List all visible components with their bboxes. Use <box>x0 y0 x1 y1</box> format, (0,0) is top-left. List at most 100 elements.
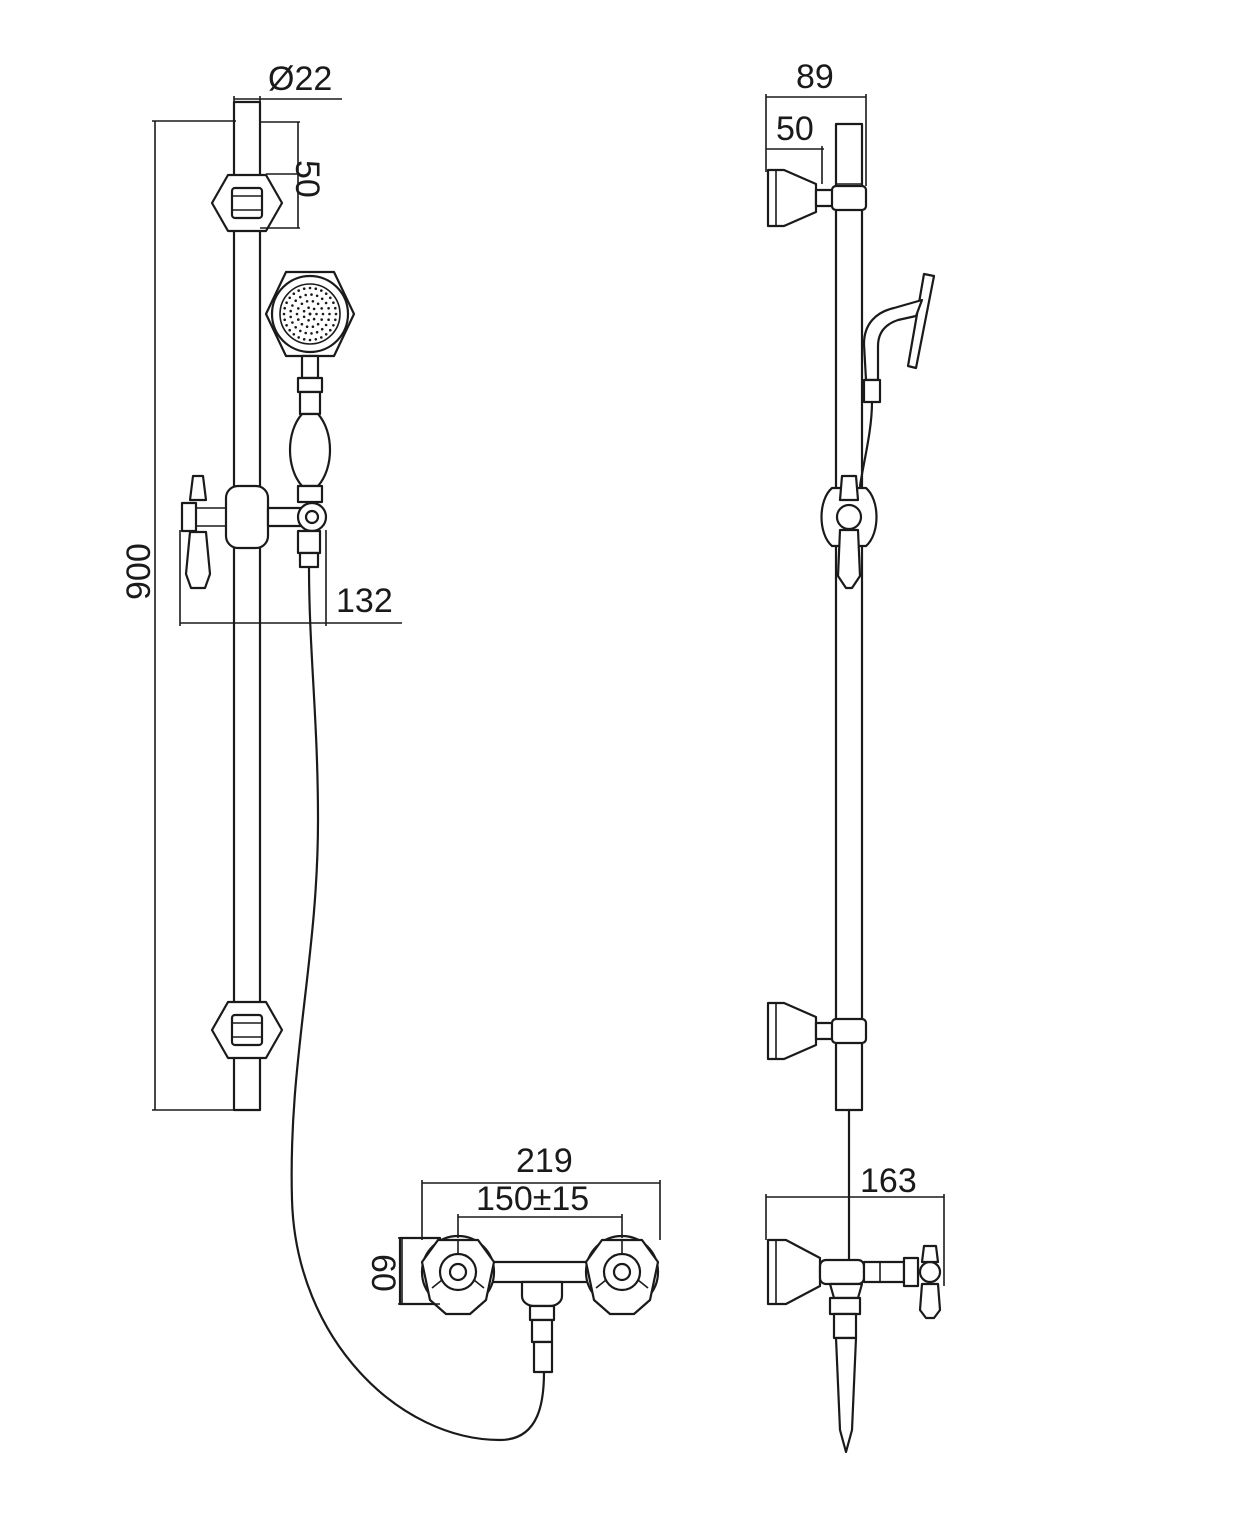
spray-nozzle <box>289 309 293 313</box>
spray-nozzle <box>334 306 337 310</box>
spray-nozzle <box>308 338 312 342</box>
side-top-bracket <box>766 168 868 228</box>
spray-nozzle <box>292 333 296 336</box>
spray-nozzle <box>285 301 288 305</box>
label-rail-diameter: Ø22 <box>268 60 332 98</box>
spray-nozzle <box>321 312 325 316</box>
dim-top-offset: 50 <box>260 121 326 229</box>
label-bracket-depth: 50 <box>776 110 814 148</box>
dim-handset-projection: 132 <box>179 530 402 626</box>
spray-nozzle <box>299 295 302 299</box>
label-top-offset: 50 <box>288 160 326 198</box>
spray-nozzle <box>302 287 306 291</box>
spray-nozzle <box>320 336 323 339</box>
spray-nozzle <box>311 300 315 303</box>
spray-nozzle <box>316 302 320 306</box>
spray-nozzle <box>304 293 308 297</box>
label-overall-width: 219 <box>516 1142 573 1180</box>
bottom-wall-bracket <box>210 1000 284 1060</box>
spray-nozzle <box>285 324 288 327</box>
spray-nozzle <box>289 315 293 319</box>
spray-nozzle <box>324 323 328 327</box>
slide-rail <box>232 100 262 1112</box>
spray-nozzle <box>324 301 328 305</box>
spray-nozzle <box>304 331 308 335</box>
label-height: 60 <box>364 1254 402 1292</box>
side-mixer <box>766 1238 942 1454</box>
spray-nozzle <box>305 300 309 303</box>
spray-nozzle <box>308 312 312 316</box>
spray-nozzle <box>320 297 324 301</box>
spray-nozzle <box>329 296 332 300</box>
label-handset-projection: 132 <box>336 582 393 620</box>
dim-total-depth: 89 <box>765 58 867 186</box>
spray-nozzle <box>292 292 296 296</box>
top-wall-bracket <box>210 173 284 233</box>
spray-nozzle <box>324 333 328 336</box>
sliding-holder <box>180 474 328 590</box>
hand-shower <box>264 270 356 504</box>
label-mixer-depth: 163 <box>860 1162 917 1200</box>
spray-nozzle <box>311 325 315 329</box>
spray-nozzle <box>305 325 309 329</box>
dim-overall-width: 219 <box>421 1142 661 1240</box>
dim-height: 60 <box>364 1237 440 1305</box>
spray-nozzle <box>314 287 318 291</box>
spray-nozzle <box>320 289 323 292</box>
mixer-right-handle <box>584 1234 660 1316</box>
spray-nozzle <box>312 317 316 321</box>
spray-nozzle <box>291 321 294 324</box>
side-sliding-holder <box>820 474 878 590</box>
side-view: 89 50 163 <box>765 58 945 1454</box>
dim-rail-diameter: Ø22 <box>233 60 342 102</box>
mixer-left-handle <box>420 1234 496 1316</box>
spray-nozzle <box>334 318 337 322</box>
spray-nozzle <box>294 326 298 329</box>
spray-nozzle <box>310 332 313 335</box>
spray-nozzle <box>320 318 324 321</box>
spray-nozzle <box>332 301 335 305</box>
shower-hose <box>290 565 546 1442</box>
spray-nozzle <box>297 318 300 321</box>
dim-bracket-depth: 50 <box>766 110 824 184</box>
label-centers: 150±15 <box>476 1180 589 1218</box>
spray-nozzle <box>288 296 292 300</box>
spray-nozzle <box>307 319 310 322</box>
spray-nozzle <box>283 306 287 310</box>
spray-nozzle <box>302 338 306 341</box>
label-total-depth: 89 <box>796 58 834 96</box>
spray-nozzle <box>314 338 318 341</box>
side-hand-shower <box>858 272 936 488</box>
spray-nozzle <box>320 327 324 331</box>
spray-nozzle <box>294 299 298 303</box>
spray-nozzle <box>308 286 312 290</box>
dim-rail-length: 900 <box>120 120 236 1111</box>
spray-nozzle <box>302 309 306 313</box>
spray-nozzle <box>310 293 313 296</box>
front-view: Ø22 50 900 132 <box>120 60 546 1442</box>
spray-nozzle <box>328 312 331 316</box>
spray-nozzle <box>327 307 330 310</box>
spray-nozzle <box>316 322 320 326</box>
side-slide-rail <box>834 122 864 1112</box>
spray-nozzle <box>297 336 301 339</box>
spray-nozzle <box>288 328 292 332</box>
spray-nozzle <box>315 330 319 334</box>
side-bottom-bracket <box>766 1001 868 1061</box>
dim-mixer-depth: 163 <box>765 1162 945 1286</box>
spray-nozzle <box>299 329 302 333</box>
spray-nozzle <box>295 312 299 316</box>
spray-nozzle <box>332 324 335 327</box>
spray-nozzle <box>329 328 332 332</box>
spray-nozzle <box>324 292 328 296</box>
spray-nozzle <box>315 312 318 316</box>
mixer-view: 219 150±15 60 <box>364 1142 661 1374</box>
spray-nozzle <box>282 312 286 316</box>
spray-nozzle <box>300 322 304 326</box>
spray-nozzle <box>315 294 319 298</box>
dim-centers: 150±15 <box>457 1180 623 1238</box>
label-rail-length: 900 <box>120 543 158 600</box>
spray-nozzle <box>300 302 304 306</box>
spray-nozzle <box>291 304 294 307</box>
